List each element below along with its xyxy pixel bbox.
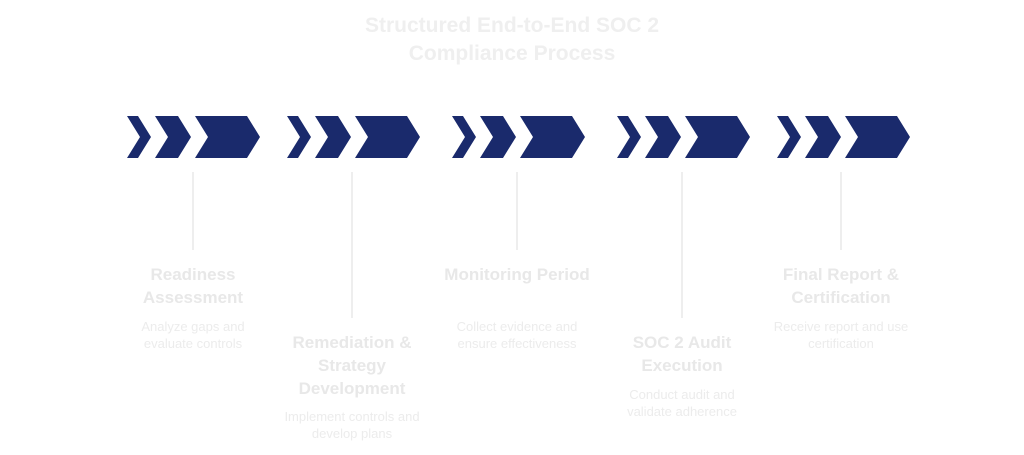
chevron-small-4a	[617, 116, 641, 158]
step-1-description: Analyze gaps and evaluate controls	[141, 319, 245, 351]
chevron-large-3c	[520, 116, 585, 158]
step-3-description: Collect evidence and ensure effectivenes…	[456, 319, 578, 351]
chevron-medium-1b	[155, 116, 191, 158]
step-5-description: Receive report and use certification	[773, 319, 909, 351]
step-3-chevrons	[452, 116, 585, 158]
step-4-title: SOC 2 Audit Execution	[632, 333, 732, 375]
chevron-small-3a	[452, 116, 476, 158]
chevron-large-4c	[685, 116, 750, 158]
step-5-chevrons	[777, 116, 910, 158]
chevron-small-5a	[777, 116, 801, 158]
chevron-medium-2b	[315, 116, 351, 158]
chevron-small-2a	[287, 116, 311, 158]
step-5-title: Final Report & Certification	[782, 265, 900, 307]
step-1-title: Readiness Assessment	[142, 265, 244, 307]
step-2-chevrons	[287, 116, 420, 158]
chevron-medium-3b	[480, 116, 516, 158]
diagram-title: Structured End-to-End SOC 2 Compliance P…	[365, 14, 659, 65]
step-3-title: Monitoring Period	[444, 265, 590, 284]
step-2-title: Remediation & Strategy Development	[292, 333, 412, 398]
step-4-description: Conduct audit and validate adherence	[627, 387, 737, 419]
chevron-small-1a	[127, 116, 151, 158]
step-2-description: Implement controls and develop plans	[284, 409, 420, 441]
chevron-large-5c	[845, 116, 910, 158]
step-1-chevrons	[127, 116, 260, 158]
step-4-chevrons	[617, 116, 750, 158]
chevron-medium-5b	[805, 116, 841, 158]
chevron-large-2c	[355, 116, 420, 158]
chevron-large-1c	[195, 116, 260, 158]
chevron-medium-4b	[645, 116, 681, 158]
